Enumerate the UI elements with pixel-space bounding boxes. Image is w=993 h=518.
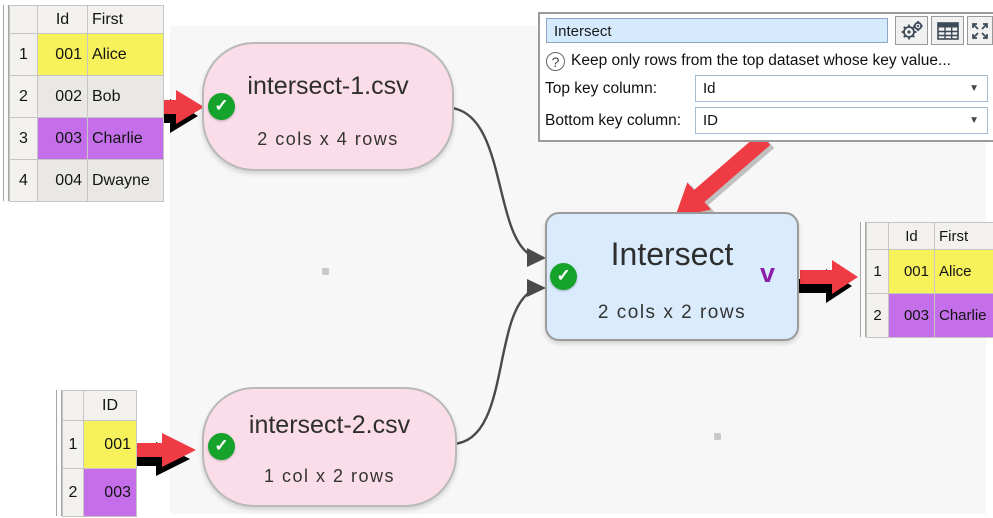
red-arrow-input1-icon [136, 90, 204, 133]
gears-icon [901, 20, 923, 39]
pane-splitter[interactable] [56, 390, 62, 516]
cell-id: 002 [38, 76, 88, 118]
cell-first: Charlie [88, 118, 164, 160]
cell-first: Charlie [935, 294, 993, 338]
corner-cell [63, 391, 84, 421]
dropdown-caret-icon: ▼ [969, 115, 979, 126]
node-title: Intersect [610, 236, 734, 272]
cell-id: 004 [38, 160, 88, 202]
connector-top-input [451, 106, 530, 255]
red-arrow-input2-icon [122, 433, 196, 476]
canvas-grid-dot [322, 268, 329, 275]
red-arrow-panel-icon [675, 133, 775, 220]
cell-first: Dwayne [88, 160, 164, 202]
row-number: 2 [867, 294, 889, 338]
sampled-chevron-icon: v [760, 258, 776, 288]
corner-cell [867, 223, 889, 250]
maximize-button[interactable] [967, 16, 993, 45]
pane-splitter[interactable] [3, 5, 9, 201]
check-circle-icon: ✓ [208, 93, 235, 120]
cell-first: Alice [88, 34, 164, 76]
cell-id: 001 [889, 250, 935, 294]
settings-gears-button[interactable] [895, 16, 928, 45]
expand-icon [972, 22, 988, 39]
dropdown-caret-icon: ▼ [969, 83, 979, 94]
row-number: 2 [10, 76, 38, 118]
top-key-column-select[interactable]: Id ▼ [695, 75, 988, 102]
cell-id: 003 [84, 469, 137, 517]
node-title: intersect-1.csv [247, 72, 409, 100]
transform-settings-panel: Intersect [538, 12, 993, 142]
row-number: 1 [867, 250, 889, 294]
node-subtitle: 1 col x 2 rows [263, 466, 396, 486]
row-number: 3 [10, 118, 38, 160]
connector-arrowhead-icon [527, 248, 546, 267]
cell-first: Bob [88, 76, 164, 118]
row-number: 2 [63, 469, 84, 517]
pane-splitter[interactable] [860, 222, 866, 337]
top-key-column-value: Id [703, 80, 716, 97]
bottom-key-column-select[interactable]: ID ▼ [695, 107, 988, 134]
corner-cell [10, 6, 38, 34]
row-number: 4 [10, 160, 38, 202]
node-subtitle: 2 cols x 4 rows [257, 129, 399, 149]
connector-bottom-input [452, 291, 531, 446]
cell-id: 001 [84, 421, 137, 469]
top-key-column-label: Top key column: [545, 80, 657, 97]
node-subtitle: 2 cols x 2 rows [597, 302, 747, 323]
column-header[interactable]: Id [889, 223, 935, 250]
help-question-icon[interactable]: ? [546, 52, 565, 71]
column-header[interactable]: First [935, 223, 993, 250]
column-header[interactable]: First [88, 6, 164, 34]
node-intersect[interactable]: ✓ Intersect 2 cols x 2 rows v [545, 212, 799, 341]
table-icon [936, 21, 959, 40]
red-arrow-output-icon [794, 260, 858, 303]
check-circle-icon: ✓ [550, 263, 577, 290]
canvas-grid-dot [714, 433, 721, 440]
bottom-key-column-value: ID [703, 112, 718, 129]
column-header[interactable]: Id [38, 6, 88, 34]
transform-name-input[interactable]: Intersect [546, 18, 888, 43]
show-table-button[interactable] [931, 16, 964, 45]
row-number: 1 [63, 421, 84, 469]
cell-id: 003 [889, 294, 935, 338]
bottom-left-dataset-table: ID 1 001 2 003 [62, 390, 137, 517]
top-left-dataset-table: Id First 1 001 Alice 2 002 Bob 3 003 Cha… [9, 5, 164, 202]
result-dataset-table: Id First 1 001 Alice 2 003 Charlie [866, 222, 993, 338]
column-header[interactable]: ID [84, 391, 137, 421]
cell-first: Alice [935, 250, 993, 294]
node-title: intersect-2.csv [248, 411, 411, 439]
cell-id: 003 [38, 118, 88, 160]
check-circle-icon: ✓ [208, 433, 235, 460]
connector-arrowhead-icon [527, 279, 546, 297]
row-number: 1 [10, 34, 38, 76]
bottom-key-column-label: Bottom key column: [545, 112, 682, 129]
node-intersect-1[interactable]: ✓ intersect-1.csv 2 cols x 4 rows [202, 42, 454, 171]
transform-description: Keep only rows from the top dataset whos… [571, 52, 951, 69]
node-intersect-2[interactable]: ✓ intersect-2.csv 1 col x 2 rows [202, 387, 457, 507]
cell-id: 001 [38, 34, 88, 76]
